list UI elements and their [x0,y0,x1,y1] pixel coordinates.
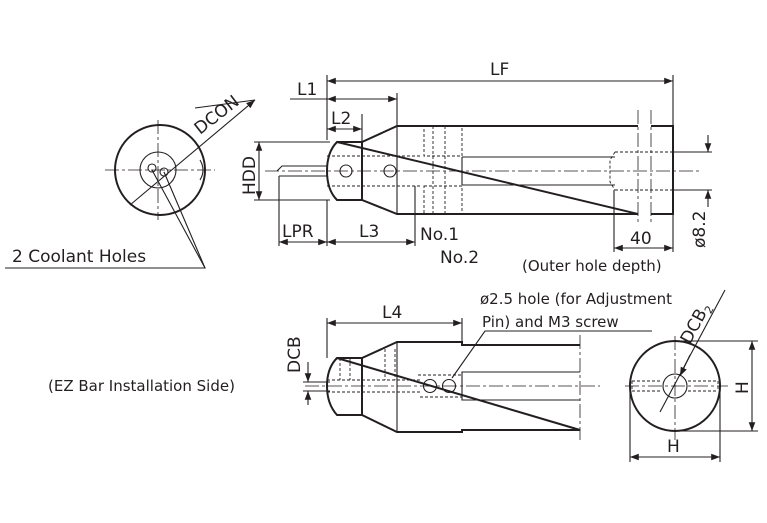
h-horizontal-label: H [667,437,680,457]
l3-label: L3 [359,222,379,242]
l4-label: L4 [382,303,402,323]
side-view-bottom: L4 DCB ø2.5 hole (for Adjustment Pin) an… [48,290,672,440]
l1-label: L1 [297,80,317,100]
h-vertical-label: H [733,381,753,394]
lf-label: LF [490,60,509,80]
outer-hole-depth-label: (Outer hole depth) [522,257,662,275]
dia-8-2-label: ø8.2 [690,211,710,248]
coolant-holes-label: 2 Coolant Holes [12,247,146,267]
lpr-label: LPR [282,222,314,242]
end-view-top: DCON 2 Coolant Holes [5,92,256,269]
hdd-label: HDD [240,156,260,195]
side-view-top: LF L1 L2 HDD LPR L3 No.1 No.2 40 (Outer … [240,60,712,275]
end-view-bottom: DCB2 H H [625,289,758,462]
no1-label: No.1 [420,225,459,245]
dcb-label: DCB [285,336,305,373]
hole-note-line1: ø2.5 hole (for Adjustment [480,290,672,308]
ez-bar-side-label: (EZ Bar Installation Side) [48,377,235,395]
depth-40-label: 40 [630,229,652,249]
l2-label: L2 [331,109,351,129]
hole-note-line2: Pin) and M3 screw [482,313,619,331]
no2-label: No.2 [440,248,479,268]
